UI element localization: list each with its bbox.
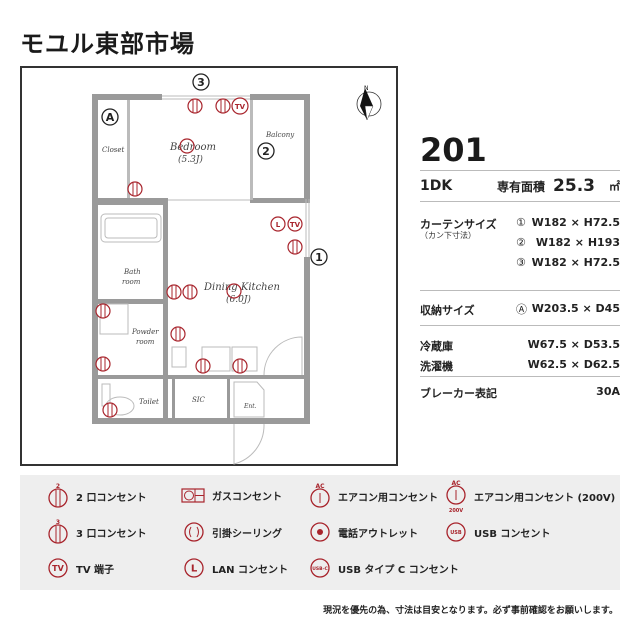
phone-outlet-icon xyxy=(310,522,330,542)
tv-symbol: TV xyxy=(235,103,246,111)
storage-label: 収納サイズ xyxy=(420,304,475,317)
property-title: モユル東部市場 xyxy=(20,30,195,58)
curtain-sublabel: （カン下寸法） xyxy=(420,231,476,240)
outlet-3-icon: 3 xyxy=(48,519,68,544)
layout-row: 1DK 専有面積 25.3 ㎡ xyxy=(420,171,620,201)
legend-lan-outlet: L LAN コンセント xyxy=(182,557,288,579)
appliance-sizes: 冷蔵庫 W67.5 × D53.5 洗濯機 W62.5 × D62.5 xyxy=(420,326,620,376)
ac-outlet-icon: AC xyxy=(310,483,330,508)
room-balcony: Balcony xyxy=(265,131,295,139)
fridge-label: 冷蔵庫 xyxy=(420,340,453,353)
divider xyxy=(420,376,620,377)
legend-usb-c-outlet: USB-C USB タイプ C コンセント xyxy=(308,557,459,579)
breaker-value: 30A xyxy=(596,385,620,398)
curtain-label: カーテンサイズ xyxy=(420,218,497,231)
svg-text:AC: AC xyxy=(315,483,325,490)
tv-terminal-icon: TV xyxy=(48,558,68,578)
svg-text:3: 3 xyxy=(56,519,60,526)
unit-number: 201 xyxy=(420,131,487,169)
washer-size: W62.5 × D62.5 xyxy=(527,358,620,371)
legend-phone-outlet: 電話アウトレット xyxy=(308,521,418,543)
room-closet: Closet xyxy=(102,146,125,154)
usb-outlet-icon: USB xyxy=(446,522,466,542)
divider xyxy=(420,290,620,291)
gas-outlet-icon xyxy=(181,488,205,503)
lan-symbol: L xyxy=(276,221,281,229)
legend-ceiling-hook: 引掛シーリング xyxy=(182,521,282,543)
breaker-label: ブレーカー表記 xyxy=(420,387,497,400)
window-marker-2: 2 xyxy=(262,145,270,158)
legend-outlet-2: 2 2 口コンセント xyxy=(46,483,146,509)
ac-200v-outlet-icon: AC 200V xyxy=(446,480,466,513)
svg-text:AC: AC xyxy=(451,480,461,487)
room-bedroom-size: (5.3J) xyxy=(178,154,203,165)
area-unit: ㎡ xyxy=(609,180,620,193)
ceiling-hook-icon xyxy=(184,522,204,542)
svg-text:TV: TV xyxy=(52,564,64,573)
room-dining-kitchen: Dining Kitchen xyxy=(203,282,280,293)
svg-text:USB: USB xyxy=(450,530,462,536)
svg-text:2: 2 xyxy=(56,483,60,490)
floor-plan: Closet Bedroom (5.3J) Balcony Bath room … xyxy=(20,66,398,466)
breaker-row: ブレーカー表記 30A xyxy=(420,377,620,407)
room-toilet: Toilet xyxy=(139,398,159,406)
washer-label: 洗濯機 xyxy=(420,360,453,373)
room-powder: Powder xyxy=(131,328,159,336)
legend-tv-terminal: TV TV 端子 xyxy=(46,557,114,579)
legend-usb-outlet: USB USB コンセント xyxy=(444,521,550,543)
room-dk-size: (6.0J) xyxy=(226,294,251,305)
legend-gas-outlet: ガスコンセント xyxy=(180,485,282,505)
footer-note: 現況を優先の為、寸法は目安となります。必ず事前確認をお願いします。 xyxy=(323,606,618,616)
legend-outlet-3: 3 3 口コンセント xyxy=(46,519,146,545)
storage-size: W203.5 × D45 xyxy=(531,302,620,315)
layout-type: 1DK xyxy=(420,178,453,194)
room-entrance: Ent. xyxy=(243,403,257,410)
area-value: 25.3 xyxy=(553,176,595,196)
svg-text:USB-C: USB-C xyxy=(312,566,328,572)
room-bath-2: room xyxy=(122,278,141,286)
floor-plan-drawing: Closet Bedroom (5.3J) Balcony Bath room … xyxy=(92,73,382,465)
room-bedroom: Bedroom xyxy=(169,142,216,153)
window-marker-1: 1 xyxy=(315,251,323,264)
walls xyxy=(92,94,310,424)
svg-text:N: N xyxy=(364,85,369,92)
legend-ac-outlet: AC エアコン用コンセント xyxy=(308,483,438,509)
divider xyxy=(420,170,620,171)
area-label: 専有面積 xyxy=(497,179,546,194)
room-powder-2: room xyxy=(136,338,155,346)
storage-size-row: 収納サイズ Ⓐ W203.5 × D45 xyxy=(420,291,620,325)
storage-marker: Ⓐ xyxy=(516,303,527,316)
lan-outlet-icon: L xyxy=(184,558,204,578)
room-sic: SIC xyxy=(192,396,206,404)
outlet-symbols xyxy=(95,97,303,418)
compass-icon: N xyxy=(356,85,382,121)
storage-marker-a: A xyxy=(106,111,115,124)
svg-text:200V: 200V xyxy=(449,508,463,513)
window-marker-3: 3 xyxy=(197,76,205,89)
outlet-2-icon: 2 xyxy=(48,483,68,508)
divider xyxy=(420,325,620,326)
svg-text:L: L xyxy=(191,564,198,575)
fridge-size: W67.5 × D53.5 xyxy=(527,338,620,351)
divider xyxy=(420,201,620,202)
room-bath: Bath xyxy=(123,268,141,276)
tv-symbol: TV xyxy=(290,221,301,229)
usb-c-outlet-icon: USB-C xyxy=(310,558,330,578)
